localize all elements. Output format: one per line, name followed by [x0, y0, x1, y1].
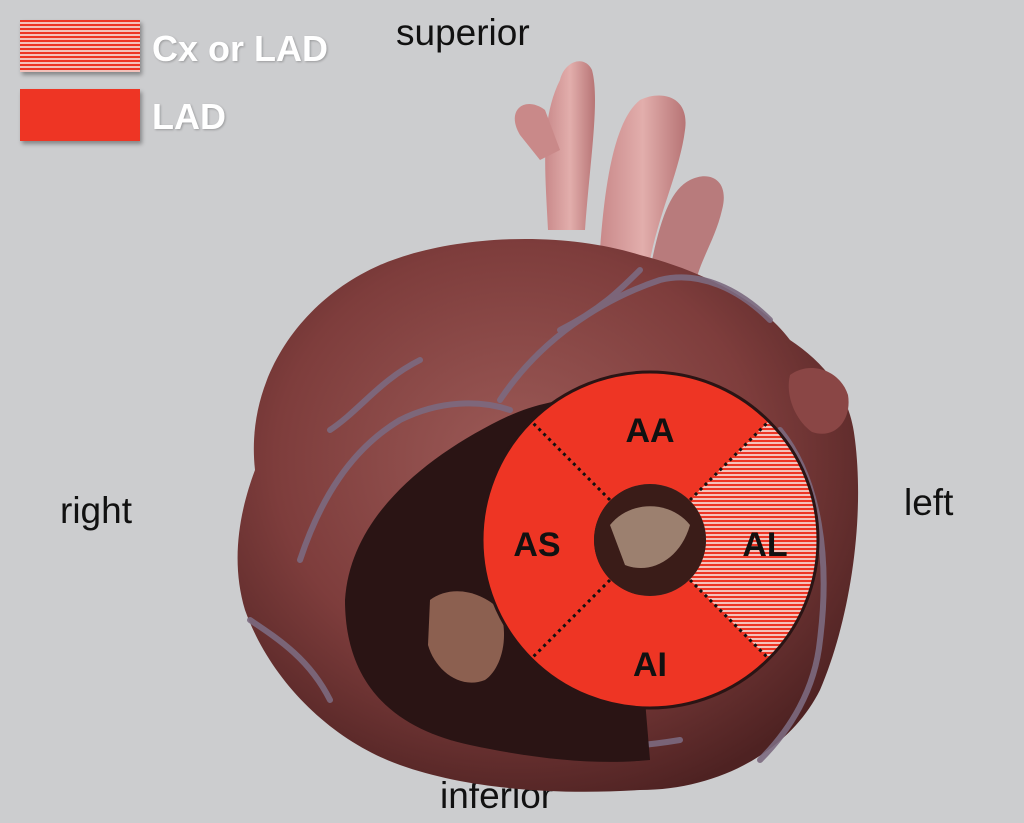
inner-papillary	[610, 506, 690, 569]
legend-label-cx-or-lad: Cx or LAD	[152, 28, 329, 69]
orientation-left-label: left	[904, 482, 954, 523]
ring-outline	[480, 370, 820, 710]
segment-dividers	[529, 419, 771, 661]
papillary-muscle	[428, 591, 505, 683]
orientation-superior-label: superior	[396, 12, 530, 53]
segment-label-ai: AI	[633, 646, 667, 684]
segment-label-aa: AA	[625, 412, 674, 450]
lad-territory	[481, 372, 818, 708]
bullseye-ring: AA AS AL AI	[480, 370, 820, 710]
segment-label-as: AS	[513, 526, 560, 564]
legend-label-lad: LAD	[152, 96, 226, 137]
legend-swatch-striped	[20, 20, 140, 72]
segment-label-al: AL	[742, 526, 787, 564]
atrial-appendage	[788, 367, 849, 434]
legend-swatch-solid	[20, 89, 140, 141]
orientation-right-label: right	[60, 490, 132, 531]
great-vessels	[514, 61, 724, 285]
cx-or-lad-territory	[650, 372, 818, 708]
